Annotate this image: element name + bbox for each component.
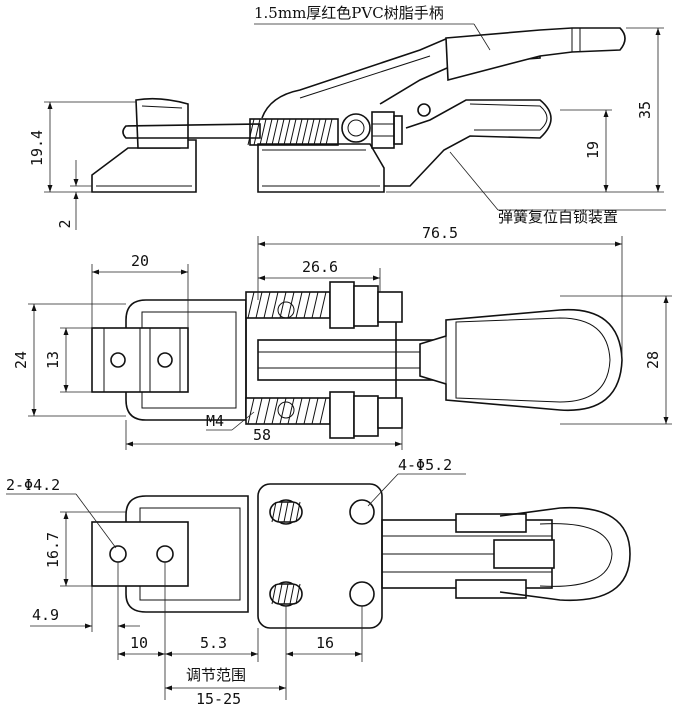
dim-15-25: 15-25 [196,690,241,708]
side-nut [341,113,371,143]
adjust-range-note: 调节范围 [186,666,246,684]
side-view: 1.5mm厚红色PVC树脂手柄 弹簧复位自锁装置 19.4 2 19 35 [28,4,666,230]
bottom-view: 2-Φ4.2 4-Φ5.2 16.7 4.9 10 5.3 16 调节范围 [6,456,631,708]
side-handle-grip [445,27,626,82]
top-nut-lower [329,391,355,439]
side-nut-hex [371,111,395,149]
note-4-phi-5-2: 4-Φ5.2 [398,456,452,474]
dim-76-5: 76.5 [422,224,458,242]
side-thread-hatch [247,118,333,146]
top-view: 76.5 20 26.6 24 13 28 M4 58 [12,224,672,450]
dim-19: 19 [584,141,602,159]
bottom-handle-loop [499,506,631,602]
dim-24: 24 [12,351,30,369]
dim-13: 13 [44,351,62,369]
side-right-base [257,143,385,193]
note-2-phi-4-2: 2-Φ4.2 [6,476,60,494]
spring-note: 弹簧复位自锁装置 [498,208,618,226]
side-hook-bar [122,123,261,139]
dim-26-6: 26.6 [302,258,338,276]
dim-4-9: 4.9 [32,606,59,624]
dim-58: 58 [253,426,271,444]
dim-19-4: 19.4 [28,130,46,166]
bottom-base-outline [125,495,249,613]
dim-16-7: 16.7 [44,532,62,568]
side-rear-block [135,97,189,149]
top-handle-loop [419,308,623,412]
dim-10: 10 [130,634,148,652]
handle-note: 1.5mm厚红色PVC树脂手柄 [254,4,444,22]
dim-5-3: 5.3 [200,634,227,652]
dim-20: 20 [131,252,149,270]
dim-16: 16 [316,634,334,652]
thread-m4: M4 [206,412,224,430]
top-nut-upper [329,281,355,329]
bottom-hook-plate [91,521,189,587]
side-pivot [417,103,431,117]
dim-35: 35 [636,101,654,119]
dim-28: 28 [644,351,662,369]
bottom-hole-upper-right [349,499,375,525]
side-lower-handle [384,99,552,187]
dim-2: 2 [56,219,74,228]
